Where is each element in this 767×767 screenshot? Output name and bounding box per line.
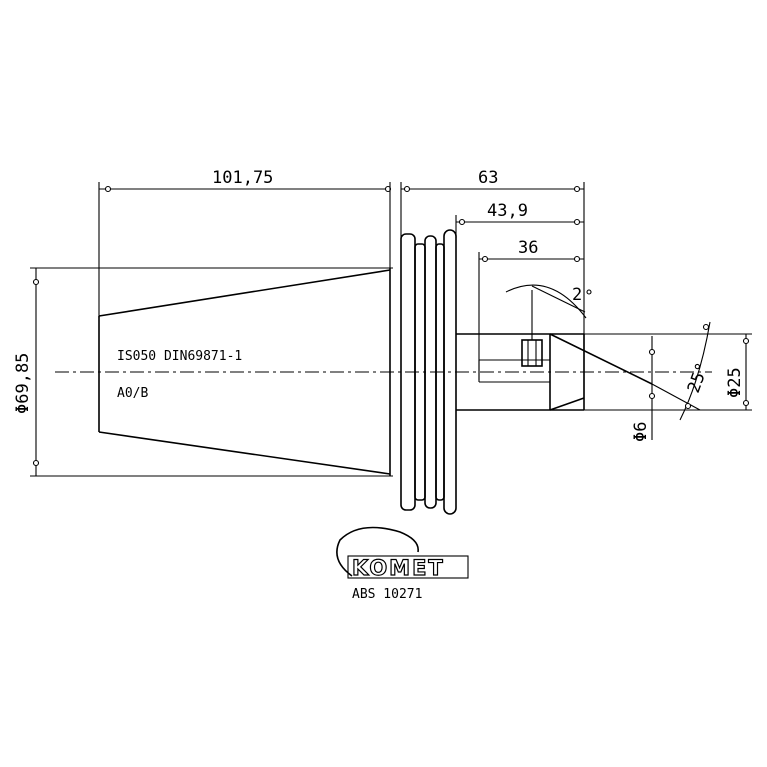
dim-shank-diameter-label: Φ25: [725, 367, 745, 398]
dim-overall-length: 63: [401, 168, 584, 193]
dim-shank-diameter: Φ25: [584, 333, 752, 411]
small-angle-label: 2: [572, 285, 582, 305]
brand-logo: KOMET ABS 10271: [336, 526, 469, 602]
dim-body-length: 43,9: [456, 201, 584, 226]
dim-bore-diameter-label: Φ6: [631, 422, 651, 442]
dim-shank-length: 36: [479, 238, 584, 263]
brand-name: KOMET: [352, 556, 445, 580]
standard-note: IS050 DIN69871-1: [117, 349, 242, 364]
form-note: A0/B: [117, 386, 148, 401]
dim-overall-length-label: 63: [478, 168, 498, 188]
dim-taper-length: 101,75: [99, 168, 392, 193]
dim-body-length-label: 43,9: [487, 201, 528, 221]
dim-taper-length-label: 101,75: [212, 168, 273, 188]
dim-bore-diameter: Φ6: [631, 336, 656, 442]
dim-shank-length-label: 36: [518, 238, 538, 258]
shank: [456, 290, 653, 411]
dim-angle-label: 25°: [684, 360, 713, 396]
dim-flange-diameter: Φ69,85: [13, 267, 393, 477]
dim-angle: 25°: [651, 321, 713, 421]
dim-flange-diameter-label: Φ69,85: [13, 353, 33, 414]
part-number: ABS 10271: [352, 587, 422, 602]
small-angle-indicator: 2: [505, 284, 592, 319]
flange: [400, 229, 457, 515]
